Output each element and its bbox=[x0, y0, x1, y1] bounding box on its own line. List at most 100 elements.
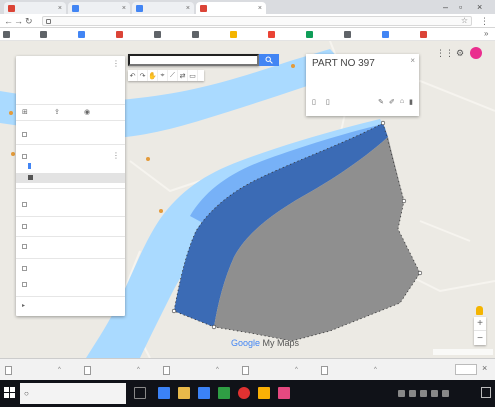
polygon-vertex-handle[interactable] bbox=[401, 198, 407, 204]
taskbar-search-box[interactable]: ○ bbox=[20, 383, 126, 404]
taskbar-clock[interactable] bbox=[450, 386, 476, 400]
ruler-icon[interactable]: ▭ bbox=[188, 70, 198, 81]
chevron-down-icon[interactable]: ^ bbox=[216, 367, 219, 373]
forward-icon[interactable]: → bbox=[14, 16, 23, 26]
bookmark-item[interactable] bbox=[382, 31, 417, 38]
task-view-icon[interactable] bbox=[134, 387, 146, 399]
polygon-vertex-handle[interactable] bbox=[417, 270, 423, 276]
layer-item[interactable] bbox=[16, 130, 125, 140]
download-item[interactable]: ^ bbox=[242, 364, 298, 376]
add-marker-icon[interactable]: ⌖ bbox=[158, 70, 168, 81]
layer-style-row[interactable] bbox=[16, 162, 125, 171]
edit-icon[interactable]: ✐ bbox=[389, 98, 395, 106]
battery-icon[interactable] bbox=[431, 389, 438, 397]
layer-item[interactable] bbox=[16, 242, 125, 252]
browser-tab-3[interactable]: × bbox=[132, 2, 194, 14]
bookmark-item[interactable] bbox=[116, 31, 151, 38]
star-icon[interactable]: ☆ bbox=[460, 16, 468, 25]
layer-checkbox[interactable] bbox=[22, 266, 27, 271]
windows-start-icon[interactable] bbox=[4, 387, 16, 399]
paint-style-icon[interactable]: ✎ bbox=[378, 98, 385, 106]
volume-icon[interactable] bbox=[420, 389, 427, 397]
language-icon[interactable] bbox=[442, 389, 449, 397]
chevron-down-icon[interactable]: ^ bbox=[137, 367, 140, 373]
close-icon[interactable]: × bbox=[257, 4, 262, 12]
download-item[interactable]: ^ bbox=[321, 364, 377, 376]
back-icon[interactable]: ← bbox=[4, 16, 13, 26]
download-item[interactable]: ^ bbox=[84, 364, 140, 376]
layer-item[interactable] bbox=[16, 280, 125, 290]
land-parcel-polygon[interactable] bbox=[214, 137, 420, 341]
close-icon[interactable]: × bbox=[185, 4, 190, 12]
layer-checkbox[interactable] bbox=[22, 154, 27, 159]
close-icon[interactable]: × bbox=[482, 363, 488, 373]
bookmark-item[interactable] bbox=[154, 31, 189, 38]
feature-item-selected[interactable] bbox=[16, 173, 125, 183]
window-close-icon[interactable]: × bbox=[477, 2, 483, 12]
browser-menu-icon[interactable]: ⋮ bbox=[480, 16, 489, 26]
download-item[interactable]: ^ bbox=[163, 364, 219, 376]
people-icon[interactable] bbox=[398, 389, 405, 397]
share-icon[interactable]: ⇪ bbox=[54, 109, 60, 116]
directions-icon[interactable]: ⇄ bbox=[178, 70, 188, 81]
bookmark-item[interactable] bbox=[268, 31, 303, 38]
file-explorer-icon[interactable] bbox=[178, 387, 190, 399]
excel-icon[interactable] bbox=[218, 387, 230, 399]
draw-line-icon[interactable]: ⟋ bbox=[168, 70, 178, 81]
delete-icon[interactable]: ▮ bbox=[409, 98, 413, 106]
layer-checkbox[interactable] bbox=[22, 224, 27, 229]
hand-tool-icon[interactable]: ✋ bbox=[148, 70, 158, 81]
undo-icon[interactable]: ↶ bbox=[128, 70, 138, 81]
url-field[interactable]: ☆ bbox=[42, 16, 472, 26]
reload-icon[interactable]: ↻ bbox=[25, 16, 33, 26]
browser-tab-1[interactable]: × bbox=[4, 2, 66, 14]
base-map-row[interactable]: ▸ bbox=[16, 301, 125, 311]
bookmark-item[interactable] bbox=[40, 31, 75, 38]
minimize-icon[interactable]: – bbox=[443, 2, 449, 12]
browser-tab-active[interactable]: × bbox=[196, 2, 266, 14]
layer-item-expanded[interactable]: ⋮ bbox=[16, 152, 125, 162]
bookmark-item[interactable] bbox=[230, 31, 265, 38]
add-layer-icon[interactable]: ⊞ bbox=[22, 109, 28, 116]
store-icon[interactable] bbox=[198, 387, 210, 399]
show-all-downloads-button[interactable] bbox=[455, 364, 477, 375]
search-button[interactable] bbox=[259, 54, 279, 66]
bookmarks-overflow-icon[interactable]: » bbox=[484, 29, 489, 38]
layer-checkbox[interactable] bbox=[22, 282, 27, 287]
chevron-down-icon[interactable]: ^ bbox=[58, 367, 61, 373]
bookmark-item[interactable] bbox=[344, 31, 379, 38]
zoom-out-button[interactable]: − bbox=[477, 332, 483, 344]
bookmark-item[interactable] bbox=[192, 31, 227, 38]
polygon-vertex-handle[interactable] bbox=[211, 324, 217, 330]
maximize-icon[interactable]: ▫ bbox=[459, 2, 463, 12]
map-options-icon[interactable]: ⋮ bbox=[112, 59, 120, 68]
bookmark-item[interactable] bbox=[3, 31, 38, 38]
bookmark-item[interactable] bbox=[306, 31, 341, 38]
settings-gear-icon[interactable]: ⚙ bbox=[455, 47, 465, 58]
selected-area-edge[interactable] bbox=[174, 123, 388, 327]
app-icon[interactable] bbox=[278, 387, 290, 399]
download-item[interactable]: ^ bbox=[5, 364, 61, 376]
network-icon[interactable] bbox=[409, 389, 416, 397]
layer-checkbox[interactable] bbox=[22, 244, 27, 249]
chevron-down-icon[interactable]: ^ bbox=[295, 367, 298, 373]
close-icon[interactable]: × bbox=[121, 4, 126, 12]
redo-icon[interactable]: ↷ bbox=[138, 70, 148, 81]
layer-checkbox[interactable] bbox=[22, 132, 27, 137]
edge-browser-icon[interactable] bbox=[158, 387, 170, 399]
account-avatar[interactable] bbox=[470, 47, 482, 59]
close-icon[interactable]: × bbox=[57, 4, 62, 12]
layer-item[interactable] bbox=[16, 222, 125, 232]
notifications-icon[interactable] bbox=[481, 387, 491, 398]
chevron-down-icon[interactable]: ^ bbox=[374, 367, 377, 373]
close-icon[interactable]: × bbox=[410, 56, 415, 65]
layer-options-icon[interactable]: ⋮ bbox=[112, 151, 120, 160]
bookmark-item[interactable] bbox=[420, 31, 455, 38]
zoom-in-button[interactable]: + bbox=[474, 317, 486, 331]
polygon-vertex-handle[interactable] bbox=[380, 120, 386, 126]
street-view-pegman-icon[interactable] bbox=[476, 306, 483, 315]
map-search-input[interactable] bbox=[128, 54, 259, 66]
layer-item[interactable] bbox=[16, 200, 125, 210]
apps-grid-icon[interactable]: ⋮⋮ bbox=[436, 47, 454, 58]
layer-checkbox[interactable] bbox=[22, 202, 27, 207]
